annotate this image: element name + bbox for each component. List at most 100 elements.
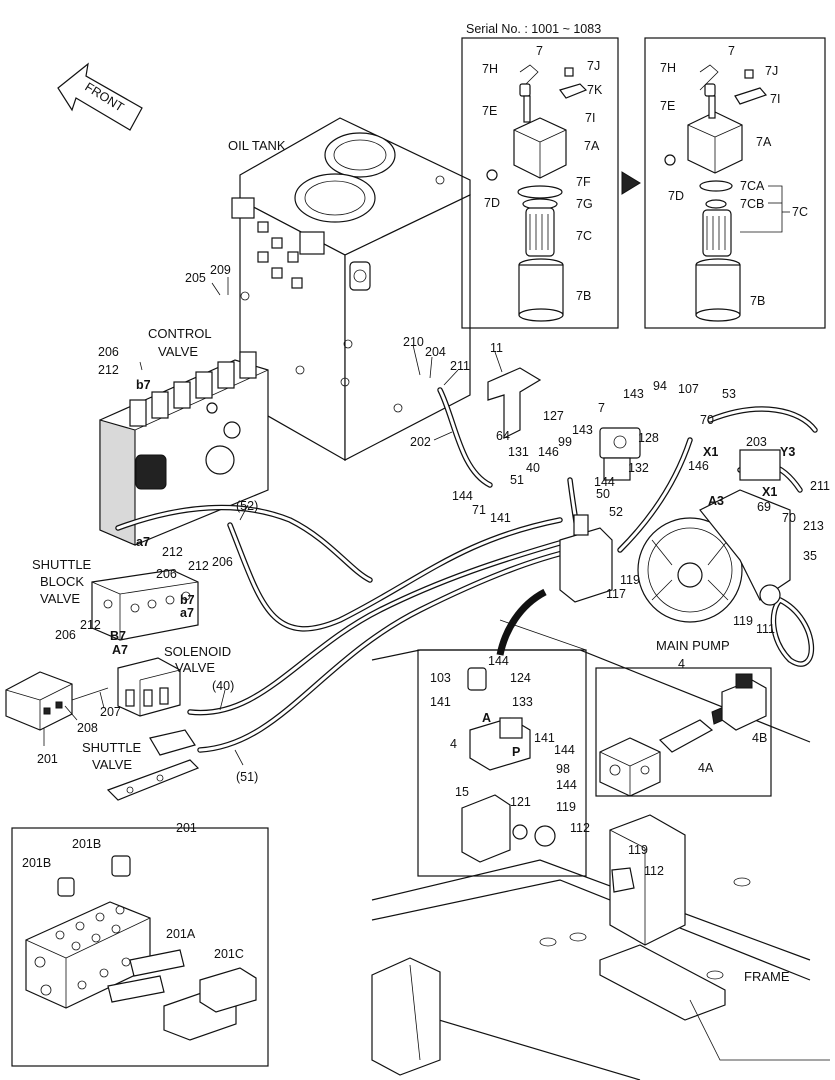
- frame-label: FRAME: [744, 969, 790, 984]
- callout: 144: [452, 489, 473, 503]
- callout: 141: [534, 731, 555, 745]
- callout: 103: [430, 671, 451, 685]
- callout: 15: [455, 785, 469, 799]
- bracket-11: [487, 367, 542, 439]
- callout: 7: [598, 401, 605, 415]
- shuttle-block-label-1: SHUTTLE: [32, 557, 92, 572]
- oil-tank-label: OIL TANK: [228, 138, 286, 153]
- solenoid-label-2: VALVE: [175, 660, 215, 675]
- callout: 210: [403, 335, 424, 349]
- label-7E: 7E: [482, 104, 497, 118]
- callout: a7: [180, 606, 194, 620]
- label-7I: 7I: [585, 111, 595, 125]
- callout: 107: [678, 382, 699, 396]
- main-pump-label: MAIN PUMP: [656, 638, 730, 653]
- frame: [371, 649, 830, 1080]
- callout: 209: [210, 263, 231, 277]
- callout: 111: [756, 622, 775, 636]
- callout: 211: [450, 359, 470, 373]
- label-7F: 7F: [576, 175, 591, 189]
- callout: P: [512, 745, 520, 759]
- front-arrow: FRONT: [57, 62, 143, 131]
- callout: 99: [558, 435, 572, 449]
- label-7B: 7B: [576, 289, 591, 303]
- labels: Serial No. : 1001 ~ 1083 7 7H 7J 7K 7E 7…: [22, 22, 830, 961]
- main-pump: [637, 449, 791, 623]
- label-7CA: 7CA: [740, 179, 765, 193]
- callout: 144: [556, 778, 577, 792]
- label-7G: 7G: [576, 197, 593, 211]
- callout: 144: [594, 475, 615, 489]
- callout: 144: [488, 654, 509, 668]
- callout: 71: [472, 503, 486, 517]
- callout: B7: [110, 629, 126, 643]
- callout: 35: [803, 549, 817, 563]
- label-7I-new: 7I: [770, 92, 780, 106]
- label-7B-new: 7B: [750, 294, 765, 308]
- callout: 208: [77, 721, 98, 735]
- callout: b7: [136, 378, 151, 392]
- inset-4: [595, 667, 772, 797]
- callout: a7: [136, 535, 150, 549]
- label-7CB: 7CB: [740, 197, 764, 211]
- label-7D: 7D: [484, 196, 500, 210]
- callout: 141: [490, 511, 511, 525]
- callout: 203: [746, 435, 767, 449]
- part-201: [5, 671, 73, 731]
- callout: 98: [556, 762, 570, 776]
- label-7A-new: 7A: [756, 135, 772, 149]
- callout: 70: [700, 413, 714, 427]
- shuttle-block-valve: [91, 569, 199, 641]
- callout: 201: [37, 752, 58, 766]
- serial-number: Serial No. : 1001 ~ 1083: [466, 22, 601, 36]
- label-7H: 7H: [482, 62, 498, 76]
- callout: 119: [733, 614, 753, 628]
- callout: 202: [410, 435, 431, 449]
- callout: 119: [620, 573, 640, 587]
- callout: 53: [722, 387, 736, 401]
- callout: A7: [112, 643, 128, 657]
- solenoid-mount-detail: [417, 588, 587, 877]
- pilot-filter-7: [599, 427, 641, 481]
- label-7E-new: 7E: [660, 99, 675, 113]
- callout: 127: [543, 409, 564, 423]
- label-7C-new: 7C: [792, 205, 808, 219]
- callout: 128: [638, 431, 659, 445]
- accumulator-block: [559, 514, 613, 603]
- callout: X1: [703, 445, 718, 459]
- label-201B-left: 201B: [22, 856, 51, 870]
- callout: A: [482, 711, 491, 725]
- callout: 132: [628, 461, 649, 475]
- callout: 212: [80, 618, 101, 632]
- callout: 206: [55, 628, 76, 642]
- callout: 212: [188, 559, 209, 573]
- inset-4-title: 4: [678, 657, 685, 671]
- callout: 146: [688, 459, 709, 473]
- control-valve-label-2: VALVE: [158, 344, 198, 359]
- label-7A: 7A: [584, 139, 600, 153]
- callout: (51): [236, 770, 258, 784]
- inset-7-right: [644, 37, 826, 329]
- callout: 4: [450, 737, 457, 751]
- callout: 143: [572, 423, 593, 437]
- callout: (52): [236, 499, 258, 513]
- label-7J-new: 7J: [765, 64, 778, 78]
- inset-7-left-title: 7: [536, 44, 543, 58]
- callout: 207: [100, 705, 121, 719]
- hoses: [115, 387, 818, 753]
- inset-7-right-title: 7: [728, 44, 735, 58]
- callout: (40): [212, 679, 234, 693]
- leader-lines: [43, 277, 503, 766]
- label-4B: 4B: [752, 731, 767, 745]
- callout: 40: [526, 461, 540, 475]
- inset-201-title: 201: [176, 821, 197, 835]
- solenoid-label-1: SOLENOID: [164, 644, 231, 659]
- label-7K: 7K: [587, 83, 603, 97]
- label-7C: 7C: [576, 229, 592, 243]
- callout: Y3: [780, 445, 795, 459]
- callout: 206: [98, 345, 119, 359]
- inset-201: [11, 827, 269, 1067]
- label-7H-new: 7H: [660, 61, 676, 75]
- label-201A: 201A: [166, 927, 196, 941]
